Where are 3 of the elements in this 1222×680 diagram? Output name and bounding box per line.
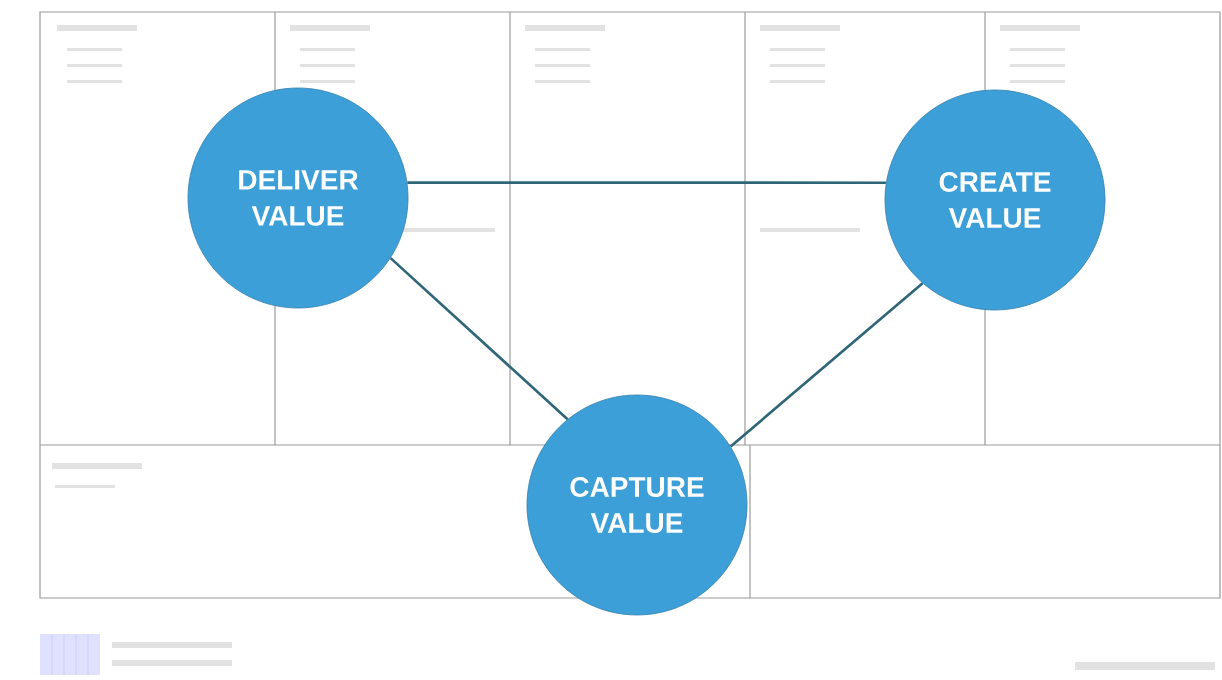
connector-line: [389, 257, 569, 421]
connector-line: [729, 282, 924, 448]
connector-line: [407, 181, 886, 185]
